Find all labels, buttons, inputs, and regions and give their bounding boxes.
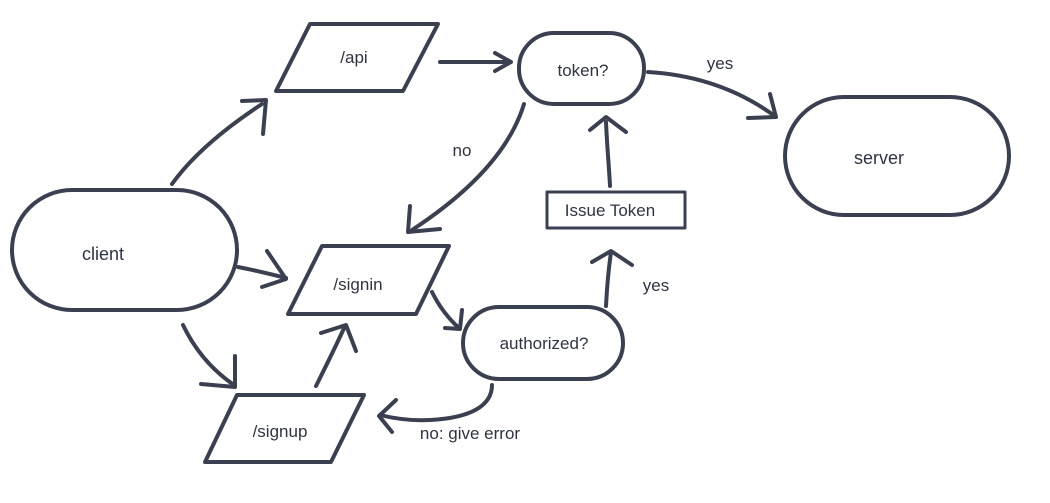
signin-node: /signin xyxy=(286,244,451,316)
edge-label-token-no: no xyxy=(453,141,472,160)
arrow-signup-to-signin xyxy=(314,323,358,388)
arrow-client-to-signup xyxy=(181,323,237,389)
arrow-token-to-server xyxy=(646,70,778,120)
signin-label: /signin xyxy=(333,275,382,294)
arrow-api-to-token xyxy=(438,51,513,73)
api-label: /api xyxy=(340,48,367,67)
client-node: client xyxy=(10,188,239,312)
arrow-authorized-to-issue-token xyxy=(590,249,634,308)
edge-label-authorized-no: no: give error xyxy=(420,424,520,443)
authorized-decision-node: authorized? xyxy=(461,305,625,381)
api-node: /api xyxy=(274,22,440,93)
issue-token-node: Issue Token xyxy=(545,190,687,230)
arrow-signin-to-authorized xyxy=(430,290,464,331)
token-decision-label: token? xyxy=(557,61,608,80)
signup-label: /signup xyxy=(253,422,308,441)
arrow-client-to-api xyxy=(170,98,268,186)
edge-label-token-yes: yes xyxy=(707,54,733,73)
authorized-decision-label: authorized? xyxy=(500,334,589,353)
arrow-token-to-signin xyxy=(406,102,526,234)
arrow-authorized-to-signup xyxy=(377,383,494,434)
server-label: server xyxy=(854,148,904,168)
issue-token-label: Issue Token xyxy=(565,201,655,220)
server-node: server xyxy=(783,95,1011,217)
arrow-client-to-signin xyxy=(236,249,288,289)
arrow-issue-token-to-token xyxy=(588,115,628,188)
signup-node: /signup xyxy=(203,393,366,464)
edge-label-authorized-yes: yes xyxy=(643,276,669,295)
token-decision-node: token? xyxy=(517,31,646,106)
client-label: client xyxy=(82,244,124,264)
